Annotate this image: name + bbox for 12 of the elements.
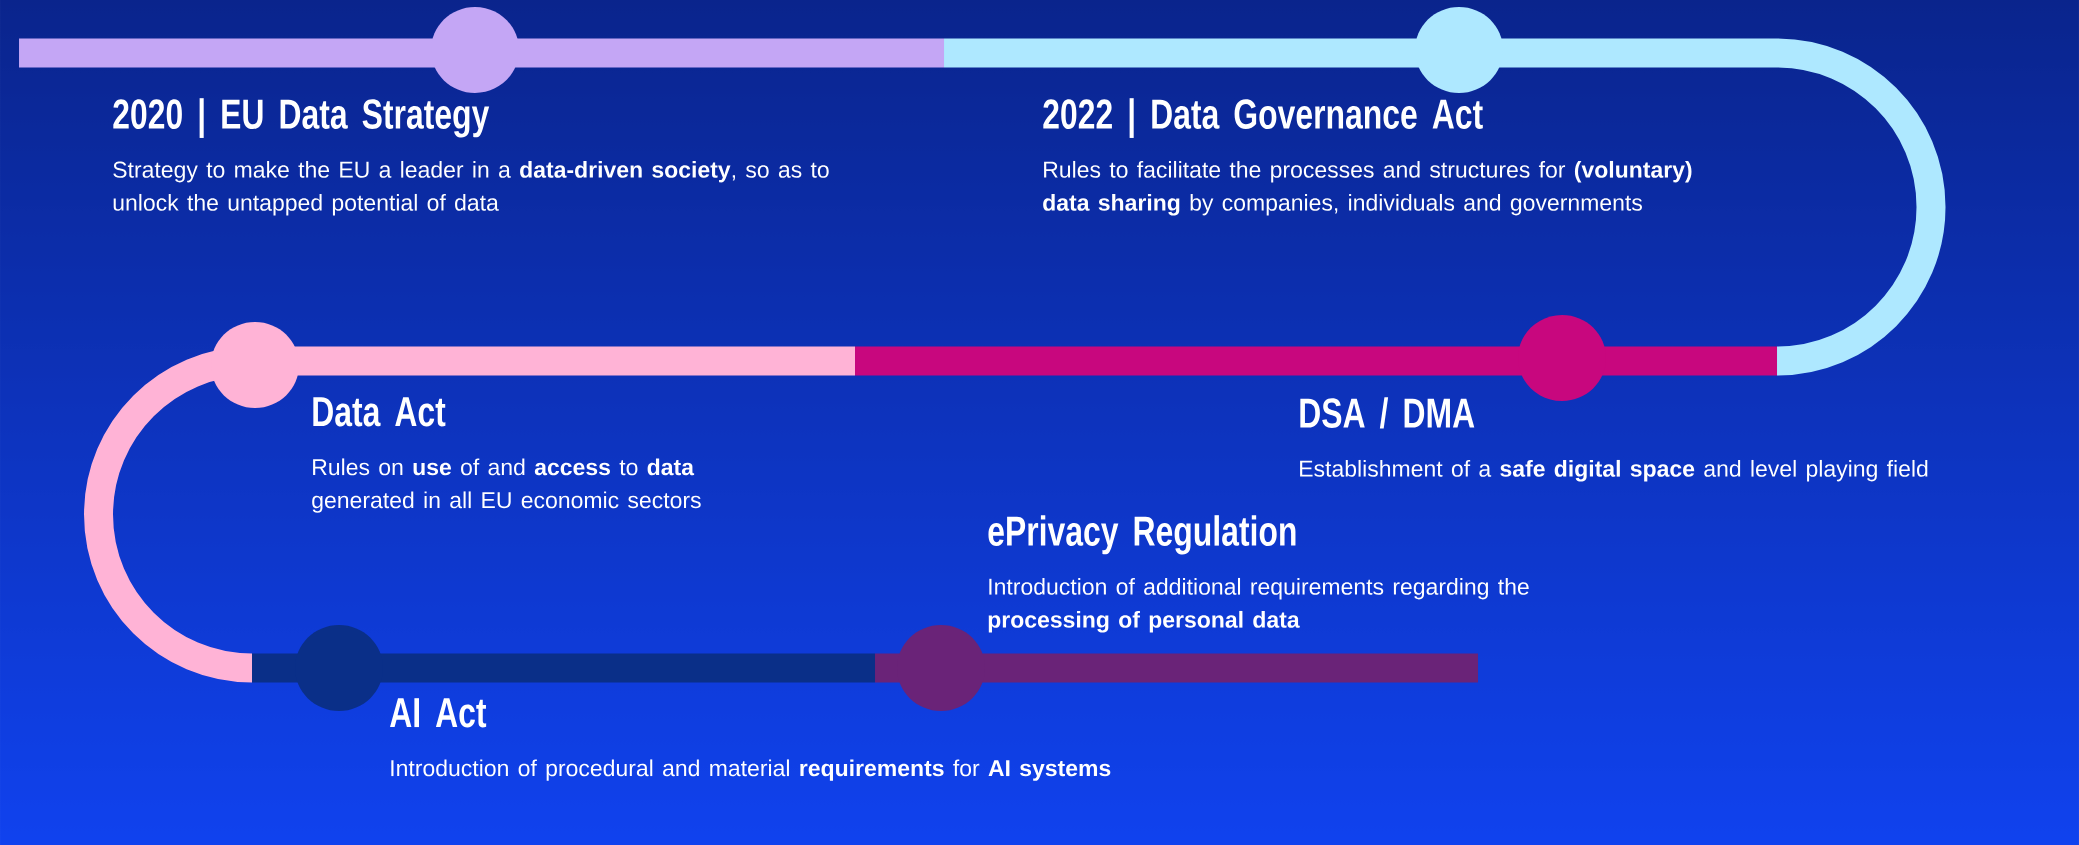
milestone-description: Rules on use of and access to data generated in all EU economic sectors: [312, 458, 701, 513]
milestone-heading: AI Act: [390, 698, 487, 728]
milestone-heading: DSA / DMA: [1300, 397, 1475, 429]
milestone-heading: 2020 | EU Data Strategy: [113, 98, 490, 138]
milestone-description: Strategy to make the EU a leader in a data-driven society, so as to unlock the untapped potential of data: [113, 160, 829, 216]
milestone-heading: 2022 | Data Governance Act: [1043, 98, 1483, 138]
milestone-description: Rules to facilitate the processes and structures for (voluntary) data sharing by companies, individuals and governments: [1043, 160, 1692, 216]
milestone-description: Introduction of procedural and material requirements for AI systems: [391, 759, 1111, 781]
milestone-heading: ePrivacy Regulation: [988, 515, 1296, 555]
milestone-heading: Data Act: [313, 397, 446, 427]
milestone-description: Introduction of additional requirements regarding the processing of personal data: [988, 577, 1529, 633]
milestone-description: Establishment of a safe digital space and level playing field: [1300, 459, 1928, 482]
